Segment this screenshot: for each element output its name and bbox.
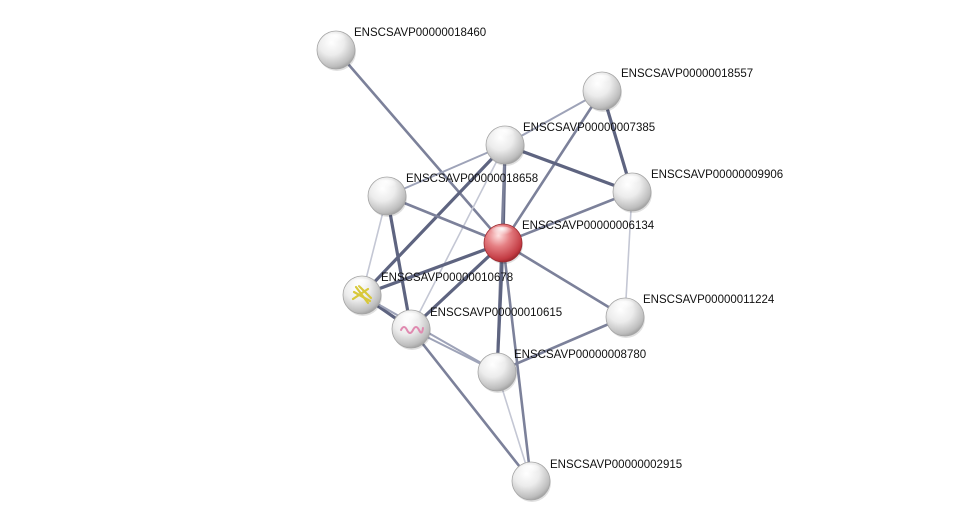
protein-structure-icon (400, 326, 424, 334)
network-edge[interactable] (334, 48, 505, 245)
network-node[interactable] (391, 309, 431, 350)
network-edge[interactable] (495, 315, 627, 374)
node-label: ENSCSAVP00000011224 (643, 294, 775, 306)
node-label: ENSCSAVP00000018658 (406, 173, 538, 185)
labels-layer: ENSCSAVP00000018460ENSCSAVP00000018557EN… (354, 27, 783, 471)
network-node[interactable] (612, 172, 652, 213)
node-highlight (484, 355, 508, 368)
network-edge[interactable] (501, 241, 627, 319)
network-edge[interactable] (501, 89, 604, 245)
network-edge[interactable] (495, 241, 505, 374)
edges-layer (334, 48, 634, 483)
node-label: ENSCSAVP00000009906 (651, 169, 783, 181)
node-highlight (518, 464, 542, 477)
node-label: ENSCSAVP00000008780 (514, 349, 646, 361)
node-highlight (619, 175, 643, 188)
network-edge[interactable] (386, 144, 506, 197)
node-label: ENSCSAVP00000018460 (354, 27, 486, 39)
node-label: ENSCSAVP00000007385 (523, 122, 655, 134)
network-node[interactable] (582, 71, 622, 112)
network-node[interactable] (316, 30, 356, 71)
node-label: ENSCSAVP00000006134 (522, 220, 655, 232)
network-node[interactable] (477, 352, 517, 393)
node-label: ENSCSAVP00000002915 (550, 459, 682, 471)
node-highlight (323, 33, 347, 46)
network-node[interactable] (511, 461, 551, 502)
node-label: ENSCSAVP00000018557 (621, 68, 753, 80)
query-node[interactable] (483, 223, 523, 264)
network-edge[interactable] (360, 241, 505, 297)
nodes-layer (316, 30, 652, 502)
node-highlight (589, 74, 613, 87)
node-highlight (492, 128, 516, 141)
node-highlight (398, 312, 422, 325)
network-edge[interactable] (501, 190, 634, 245)
network-edge[interactable] (385, 194, 413, 331)
node-label: ENSCSAVP00000010678 (381, 272, 513, 284)
network-edge[interactable] (409, 327, 533, 483)
node-highlight (612, 300, 636, 313)
network-node[interactable] (367, 176, 407, 217)
network-edge[interactable] (410, 144, 506, 330)
node-highlight (374, 179, 398, 192)
structure-strand (351, 287, 370, 301)
network-edge[interactable] (385, 194, 505, 245)
network-edge[interactable] (409, 241, 505, 331)
network-edge[interactable] (360, 143, 507, 297)
network-edge[interactable] (503, 143, 634, 194)
node-label: ENSCSAVP00000010615 (430, 307, 562, 319)
node-highlight (490, 226, 514, 239)
network-node[interactable] (485, 125, 525, 166)
network-edge[interactable] (624, 191, 633, 318)
network-node[interactable] (605, 297, 645, 338)
node-highlight (349, 278, 373, 291)
network-node[interactable] (342, 275, 382, 316)
